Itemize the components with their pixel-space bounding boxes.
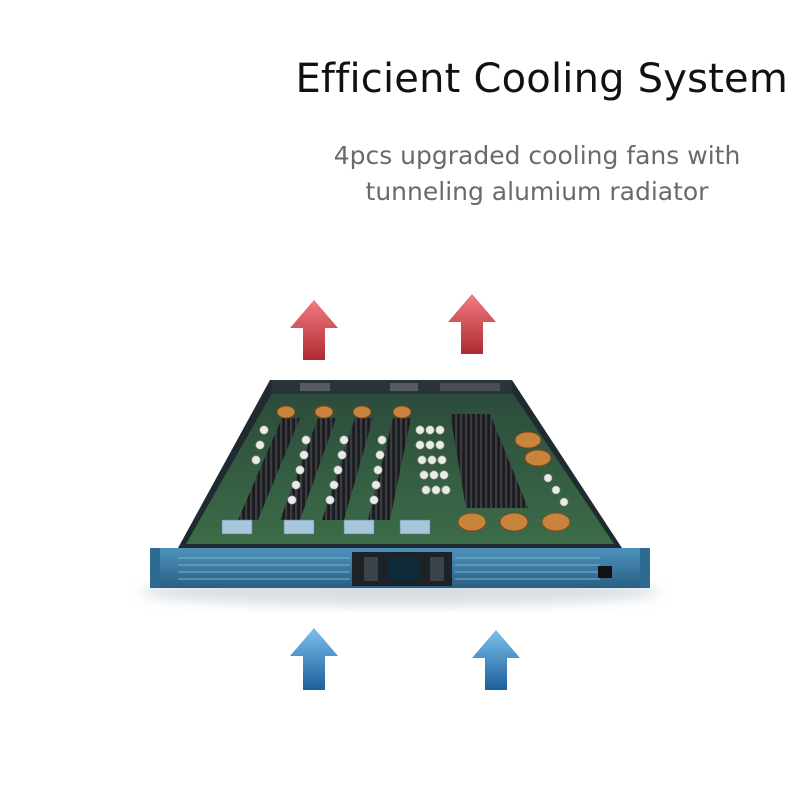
power-switch xyxy=(598,566,612,578)
cool-air-arrow-left xyxy=(290,628,338,690)
heatsink xyxy=(322,418,373,520)
heatsink xyxy=(238,418,300,520)
hot-air-arrow-left xyxy=(290,300,338,360)
page-subtitle: 4pcs upgraded cooling fans with tunnelin… xyxy=(333,141,741,206)
amplifier-chassis xyxy=(150,380,650,588)
cool-air-arrow-right xyxy=(472,630,520,690)
heatsink xyxy=(280,418,336,520)
heatsink xyxy=(368,418,411,520)
heatsink-large xyxy=(450,414,528,508)
page-title: Efficient Cooling System xyxy=(295,56,788,102)
front-vents xyxy=(178,557,600,580)
hot-air-arrow-right xyxy=(448,294,496,354)
